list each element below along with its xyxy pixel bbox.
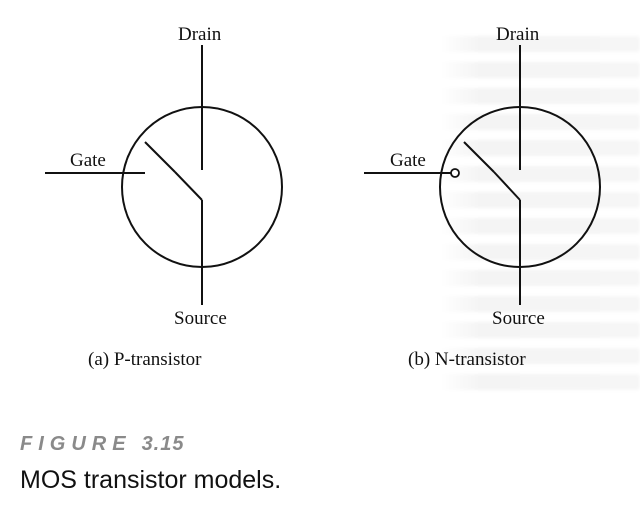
p-channel-diagonal	[174, 171, 203, 201]
n-gate-bubble	[450, 168, 460, 178]
p-drain-label: Drain	[178, 24, 222, 45]
n-gate-bar	[463, 141, 495, 173]
p-gate-bar	[144, 141, 176, 173]
n-channel-diagonal	[493, 171, 521, 201]
n-drain-label: Drain	[496, 24, 540, 45]
n-source-label: Source	[492, 308, 545, 329]
figure-label-number: 3.15	[141, 433, 185, 455]
transistor-figure: Drain Gate Source (a) P-transistor Drain…	[45, 24, 601, 370]
p-transistor-caption: (a) P-transistor	[88, 349, 202, 370]
p-gate-label: Gate	[70, 150, 106, 171]
figure-title: MOS transistor models.	[20, 466, 282, 494]
n-gate-label: Gate	[390, 150, 426, 171]
p-transistor-symbol: Drain Gate Source (a) P-transistor	[45, 24, 283, 370]
p-source-label: Source	[174, 308, 227, 329]
n-transistor-symbol: Drain Gate Source (b) N-transistor	[364, 24, 601, 370]
figure-label-word: FIGURE	[20, 433, 132, 455]
figure-number: FIGURE 3.15	[20, 433, 185, 456]
n-transistor-caption: (b) N-transistor	[408, 349, 526, 370]
